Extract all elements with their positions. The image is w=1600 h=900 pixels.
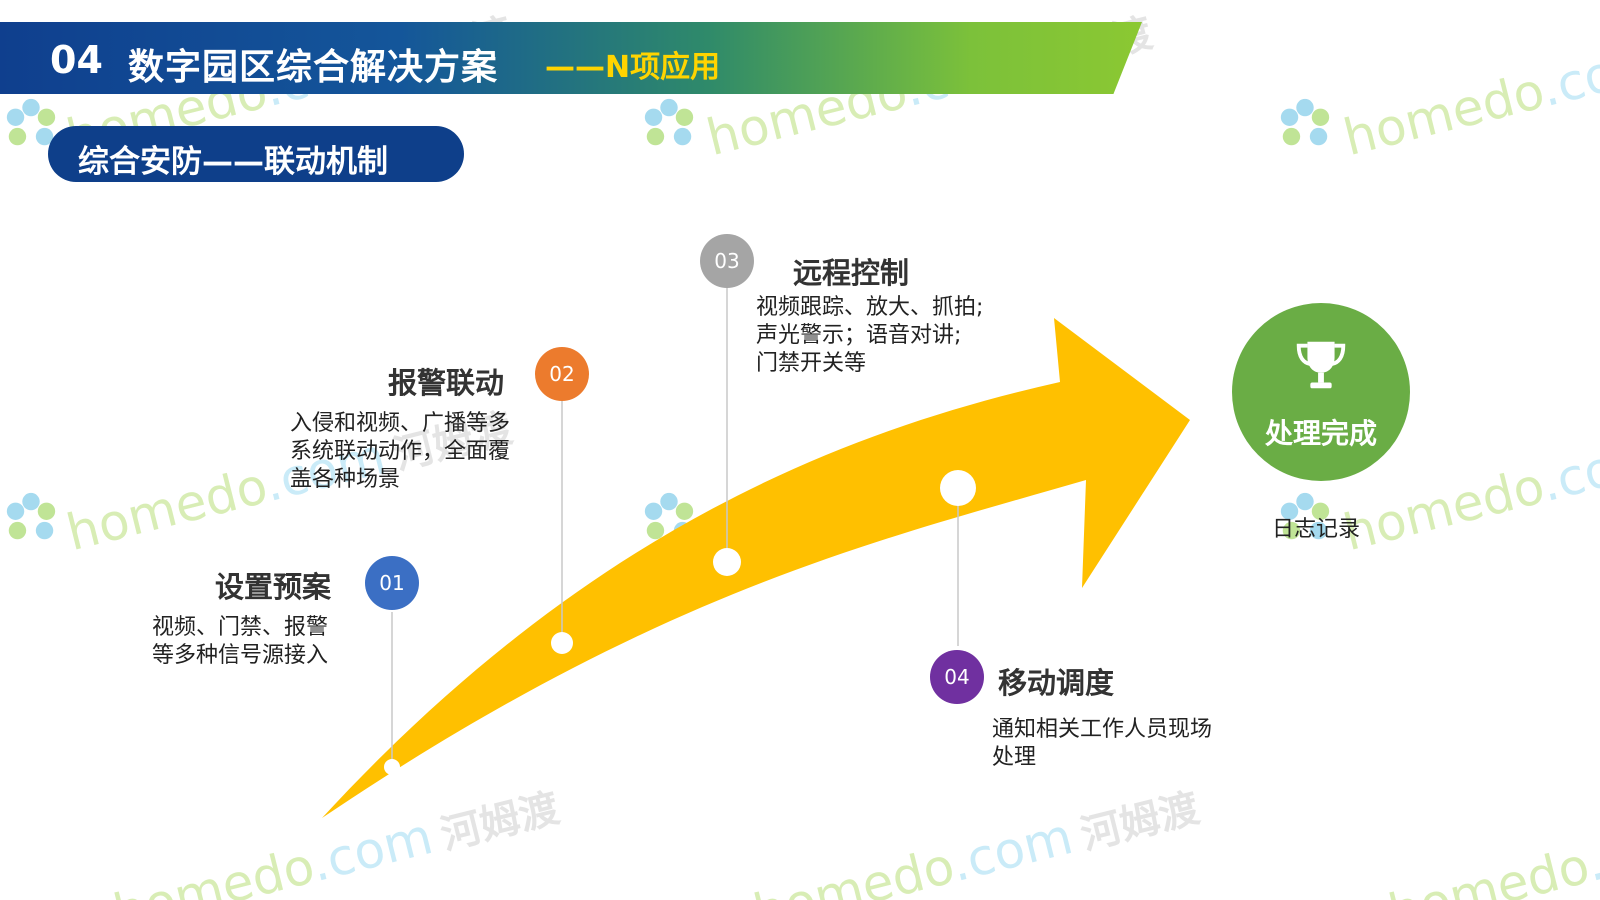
step-01-title: 设置预案 <box>215 570 332 604</box>
flower-logo-icon <box>644 98 694 146</box>
step-04-title: 移动调度 <box>998 666 1115 700</box>
arrow-node-03 <box>713 548 741 576</box>
step-01-desc-line: 视频、门禁、报警 <box>152 615 329 640</box>
header-number: 04 <box>50 38 103 82</box>
step-01-badge: 01 <box>365 556 419 610</box>
completion-label: 处理完成 <box>1264 417 1377 450</box>
step-04-badge: 04 <box>930 650 984 704</box>
step-02-desc-line: 入侵和视频、广播等多 <box>290 411 511 436</box>
section-pill <box>48 126 464 182</box>
completion-note: 日志记录 <box>1272 517 1361 542</box>
step-02-title: 报警联动 <box>388 366 505 400</box>
flower-logo-icon <box>6 492 56 540</box>
step-02-badge: 02 <box>535 347 589 401</box>
flower-logo-icon <box>6 98 56 146</box>
arrow-node-01 <box>384 759 400 775</box>
step-03-desc-line: 视频跟踪、放大、抓拍; <box>756 295 984 320</box>
step-04-desc: 通知相关工作人员现场 处理 <box>992 716 1212 772</box>
trophy-icon <box>1296 341 1346 389</box>
step-02-desc-line: 系统联动动作，全面覆 <box>290 439 511 464</box>
flower-logo-icon <box>1280 98 1330 146</box>
step-04-desc-line: 通知相关工作人员现场 <box>992 717 1213 742</box>
arrow-node-02 <box>551 632 573 654</box>
progress-arrow <box>322 318 1190 818</box>
step-02-number: 02 <box>549 362 575 386</box>
header-subtitle: ——N项应用 <box>545 50 721 85</box>
step-04-desc-line: 处理 <box>992 745 1037 770</box>
step-02-desc: 入侵和视频、广播等多 系统联动动作，全面覆 盖各种场景 <box>290 410 510 494</box>
step-03-desc: 视频跟踪、放大、抓拍; 声光警示；语音对讲; 门禁开关等 <box>756 294 983 378</box>
step-03-desc-line: 门禁开关等 <box>756 351 867 376</box>
arrow-node-04 <box>940 470 976 506</box>
header-banner <box>0 22 1142 94</box>
step-01-desc: 视频、门禁、报警 等多种信号源接入 <box>152 614 328 670</box>
step-03-number: 03 <box>714 249 740 273</box>
step-01-number: 01 <box>379 571 405 595</box>
section-title: 综合安防——联动机制 <box>78 144 388 180</box>
flower-logo-icon <box>1280 492 1330 540</box>
header-title: 数字园区综合解决方案 <box>128 47 499 88</box>
completion-circle <box>1232 303 1410 481</box>
step-01-desc-line: 等多种信号源接入 <box>152 643 329 668</box>
step-02-desc-line: 盖各种场景 <box>290 467 401 492</box>
step-03-title: 远程控制 <box>793 256 910 290</box>
step-04-number: 04 <box>944 665 970 689</box>
step-03-badge: 03 <box>700 234 754 288</box>
step-03-desc-line: 声光警示；语音对讲; <box>756 323 962 348</box>
